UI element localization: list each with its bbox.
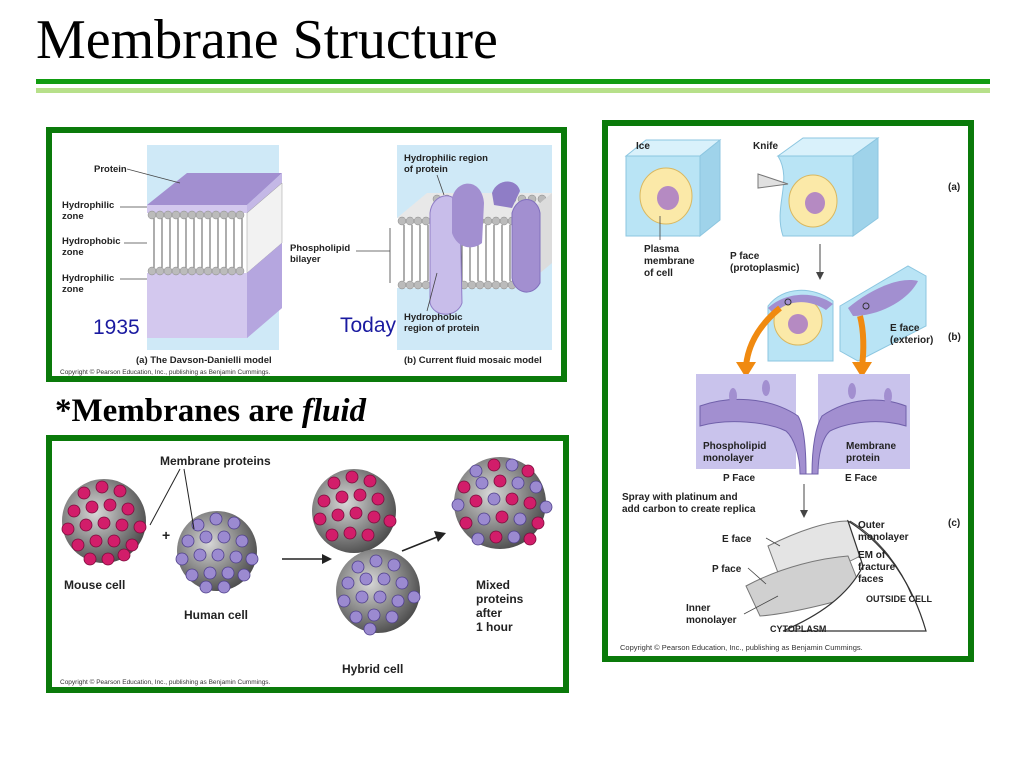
knife-block	[757, 137, 880, 237]
label-e-face-exterior: E face(exterior)	[890, 323, 933, 346]
subtitle-prefix: *Membranes are	[55, 393, 302, 429]
mixed-cell	[451, 457, 553, 549]
hybrid-cell	[312, 469, 421, 636]
ice-block	[624, 138, 722, 238]
models-copyright: Copyright © Pearson Education, Inc., pub…	[60, 368, 271, 376]
orange-arrows	[736, 305, 872, 378]
label-ice: Ice	[636, 141, 650, 152]
arrow-to-hybrid	[282, 554, 332, 564]
mixed-line-3: after	[476, 606, 502, 620]
label-cytoplasm: CYTOPLASM	[770, 624, 826, 634]
step-c-label: (c)	[948, 518, 960, 529]
caption-davson-danielli: (a) The Davson-Danielli model	[136, 355, 272, 366]
label-outside-cell: OUTSIDE CELL	[866, 594, 933, 604]
label-e-face: E Face	[845, 473, 878, 484]
mouse-cell	[61, 479, 147, 566]
human-cell	[175, 511, 259, 594]
label-p-face-protoplasmic: P face(protoplasmic)	[730, 251, 799, 274]
mixed-line-2: proteins	[476, 592, 524, 606]
label-p-face-c: P face	[712, 564, 742, 575]
fractured-block	[767, 265, 927, 362]
arrow-to-mixed	[401, 531, 446, 552]
label-e-face-c: E face	[722, 534, 752, 545]
label-mixed-proteins: Mixed proteins after 1 hour	[476, 578, 527, 634]
freeze-copyright: Copyright © Pearson Education, Inc., pub…	[620, 643, 863, 652]
davson-danielli-model	[147, 173, 283, 338]
cell-fusion-panel: Mouse cell + Human cell Membrane protein…	[46, 435, 569, 693]
title-rule-dark	[36, 79, 990, 84]
mixed-line-4: 1 hour	[476, 620, 513, 634]
fluid-mosaic-model	[397, 181, 552, 315]
label-human-cell: Human cell	[184, 608, 248, 622]
label-protein: Protein	[94, 164, 127, 175]
fusion-copyright: Copyright © Pearson Education, Inc., pub…	[60, 678, 271, 686]
label-hydrophilic-zone-top-text: Hydrophilic	[62, 200, 114, 211]
cell-fusion-figure: Mouse cell + Human cell Membrane protein…	[60, 454, 553, 686]
step-a-label: (a)	[948, 182, 960, 193]
step-b-label: (b)	[948, 332, 961, 343]
plus-sign: +	[162, 527, 170, 543]
label-membrane-proteins: Membrane proteins	[160, 454, 271, 468]
label-hybrid-cell: Hybrid cell	[342, 662, 403, 676]
label-mouse-cell: Mouse cell	[64, 578, 125, 592]
slide-title: Membrane Structure	[36, 9, 498, 71]
year-1935: 1935	[93, 316, 140, 339]
year-today: Today	[340, 314, 397, 337]
title-rule-light	[36, 88, 990, 93]
label-p-face: P Face	[723, 473, 755, 484]
caption-fluid-mosaic: (b) Current fluid mosaic model	[404, 355, 542, 366]
fluid-subtitle: *Membranes are fluid	[55, 393, 366, 430]
subtitle-emphasis: fluid	[301, 393, 367, 429]
fracture-monolayers	[696, 374, 910, 475]
replica-diagram	[745, 519, 927, 632]
mixed-line-1: Mixed	[476, 578, 510, 592]
label-knife: Knife	[753, 141, 778, 152]
